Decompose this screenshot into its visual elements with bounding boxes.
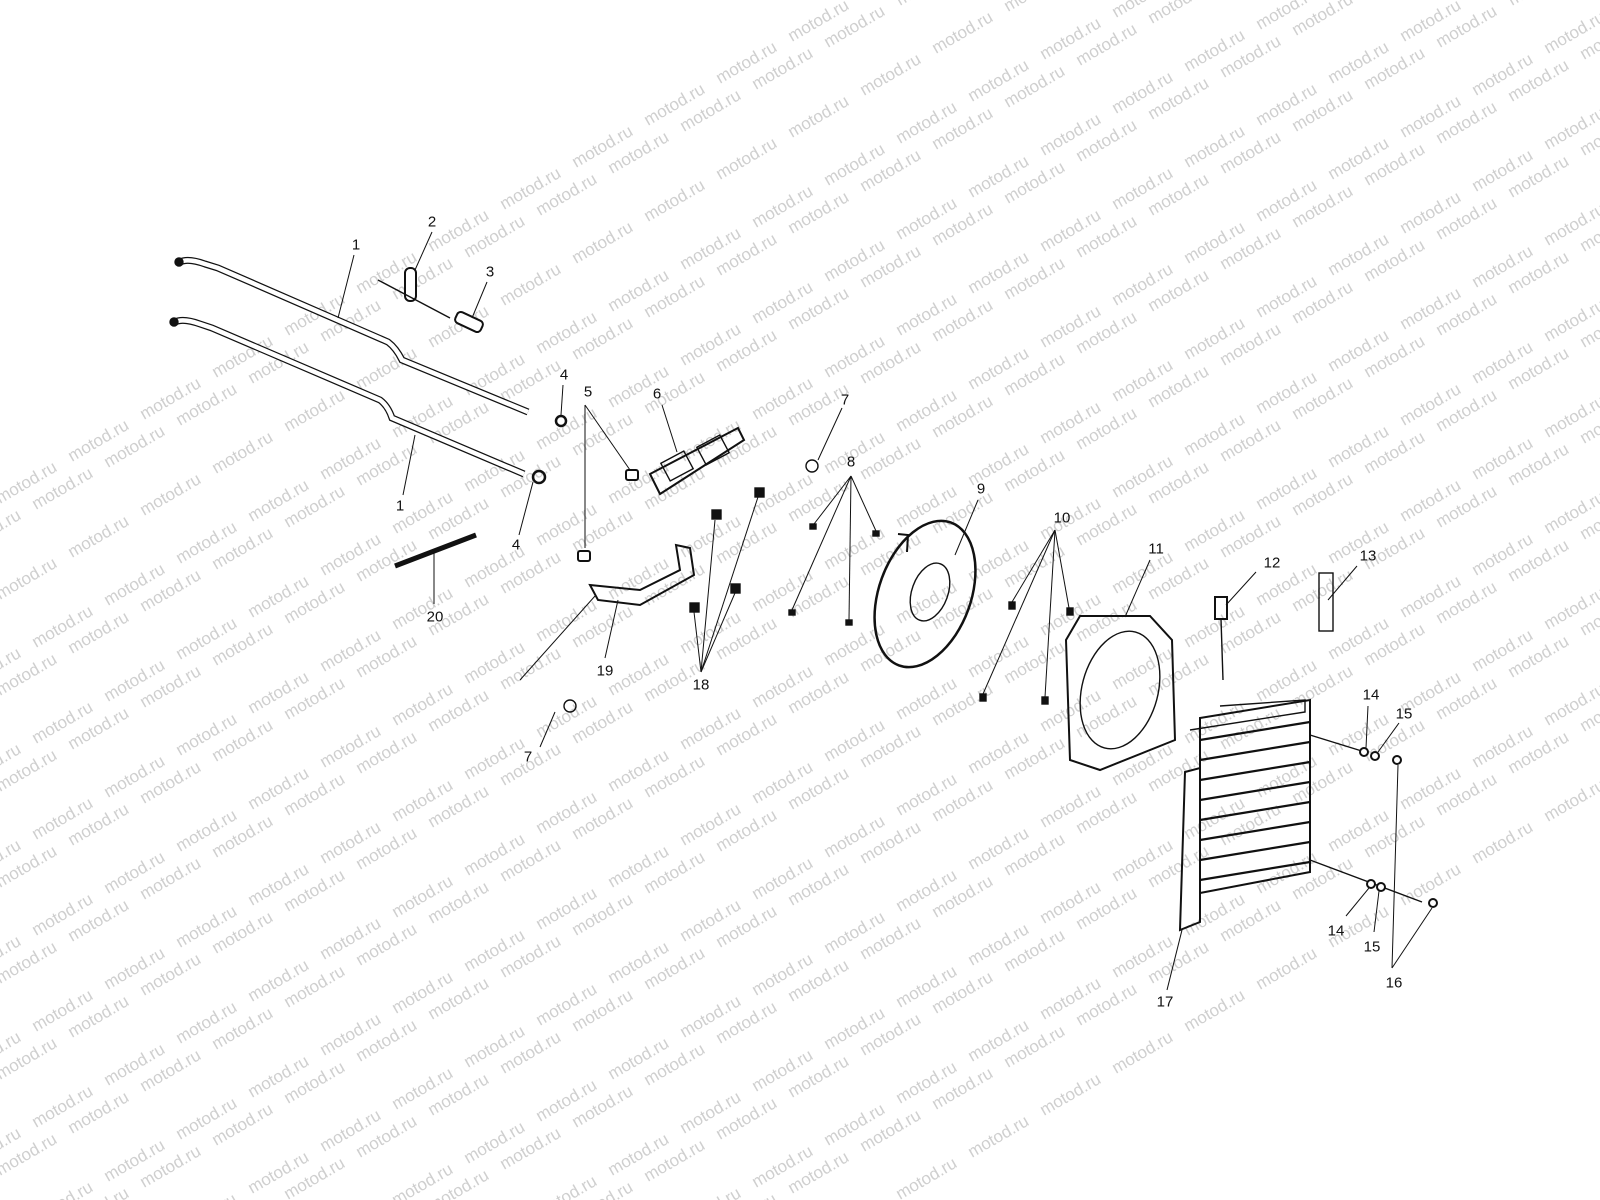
mount-bracket: [588, 543, 696, 607]
callout-1: 1: [351, 236, 361, 254]
screw-upper: [805, 459, 819, 473]
screw-lower: [563, 699, 577, 713]
harness-connector: [1318, 572, 1334, 632]
callout-13: 13: [1359, 547, 1377, 565]
hose-clamp-lower: [531, 469, 547, 485]
callout-5: 5: [583, 383, 593, 401]
cable-strap: [394, 532, 477, 569]
callout-17: 17: [1156, 993, 1174, 1011]
temp-sensor: [1214, 596, 1228, 681]
callout-7: 7: [523, 748, 533, 766]
callout-3: 3: [485, 263, 495, 281]
shroud-clips: [979, 601, 1074, 705]
leader-lines: [337, 231, 1433, 991]
oil-line-upper: [174, 256, 530, 416]
callout-9: 9: [976, 480, 986, 498]
callout-18: 18: [692, 676, 710, 694]
oil-line-lower: [169, 316, 526, 478]
callout-12: 12: [1263, 554, 1281, 572]
nut-lower: [577, 550, 591, 562]
cooling-fan: [873, 519, 977, 669]
callout-1: 1: [395, 497, 405, 515]
callout-20: 20: [426, 608, 444, 626]
nut-upper: [625, 469, 639, 481]
callout-4: 4: [559, 366, 569, 384]
callout-10: 10: [1053, 509, 1071, 527]
callout-15: 15: [1395, 705, 1413, 723]
callout-2: 2: [427, 213, 437, 231]
callout-19: 19: [596, 662, 614, 680]
callout-15: 15: [1363, 938, 1381, 956]
oil-cooler: [1178, 698, 1423, 932]
callout-6: 6: [652, 385, 662, 403]
washers-bolts: [1359, 747, 1438, 908]
callout-14: 14: [1327, 922, 1345, 940]
fan-mount-plate: [648, 426, 746, 496]
fan-shroud: [1064, 615, 1177, 772]
callout-4: 4: [511, 536, 521, 554]
clamp-bolt: [454, 310, 484, 334]
callout-14: 14: [1362, 686, 1380, 704]
callout-8: 8: [846, 453, 856, 471]
fan-clips: [788, 523, 880, 626]
callout-11: 11: [1148, 540, 1164, 558]
callout-16: 16: [1385, 974, 1403, 992]
hose-clamp-upper: [554, 414, 568, 428]
line-clamp: [377, 267, 451, 319]
callout-7: 7: [840, 391, 850, 409]
